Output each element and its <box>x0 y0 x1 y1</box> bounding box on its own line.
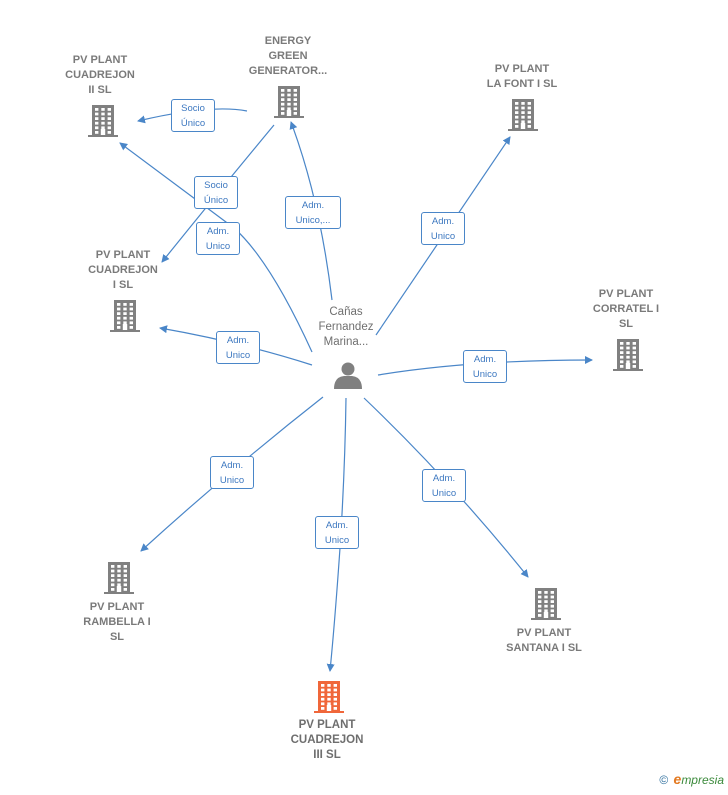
building-icon-corratel[interactable] <box>613 339 643 371</box>
company-label-santana[interactable]: PV PLANT SANTANA I SL <box>506 627 582 654</box>
company-label-cuadrejon2[interactable]: PV PLANT CUADREJON II SL <box>65 54 135 96</box>
edge-label-energy-to-cuadrejon2[interactable]: Socio Único <box>171 99 215 132</box>
brand-name: mpresia <box>681 773 724 787</box>
building-icon-energy[interactable] <box>274 86 304 118</box>
edge-label-person-to-rambella[interactable]: Adm. Unico <box>210 456 254 489</box>
edge-label-person-to-energy[interactable]: Adm. Unico,... <box>285 196 341 229</box>
building-icon-cuadrejon2[interactable] <box>88 105 118 137</box>
person-label[interactable]: Cañas Fernandez Marina... <box>318 306 374 348</box>
company-label-lafont[interactable]: PV PLANT LA FONT I SL <box>486 63 558 90</box>
icons-layer <box>88 86 643 713</box>
edge-label-person-to-santana[interactable]: Adm. Unico <box>422 469 466 502</box>
company-label-cuadrejon1[interactable]: PV PLANT CUADREJON I SL <box>88 249 158 291</box>
edges-layer <box>119 108 593 672</box>
copyright-symbol: © <box>659 773 669 787</box>
edge-label-person-to-lafont[interactable]: Adm. Unico <box>421 212 465 245</box>
edge-label-person-to-cuadrejon1[interactable]: Adm. Unico <box>216 331 260 364</box>
edge-label-person-to-corratel[interactable]: Adm. Unico <box>463 350 507 383</box>
company-label-energy[interactable]: ENERGY GREEN GENERATOR... <box>248 35 328 77</box>
edge-label-person-to-cuadrejon3[interactable]: Adm. Unico <box>315 516 359 549</box>
building-icon-rambella[interactable] <box>104 562 134 594</box>
building-icon-cuadrejon3[interactable] <box>314 681 344 713</box>
person-icon[interactable] <box>334 362 362 390</box>
edge-label-energy-to-cuadrejon1[interactable]: Socio Único <box>194 176 238 209</box>
building-icon-cuadrejon1[interactable] <box>110 300 140 332</box>
footer-brand: © empresia <box>659 771 724 787</box>
company-label-corratel[interactable]: PV PLANT CORRATEL I SL <box>592 288 660 330</box>
building-icon-santana[interactable] <box>531 588 561 620</box>
edge-label-person-to-cuadrejon2[interactable]: Adm. Unico <box>196 222 240 255</box>
building-icon-lafont[interactable] <box>508 99 538 131</box>
company-label-rambella[interactable]: PV PLANT RAMBELLA I SL <box>83 601 151 643</box>
brand-initial: e <box>673 771 682 787</box>
company-label-cuadrejon3[interactable]: PV PLANT CUADREJON III SL <box>290 719 364 761</box>
